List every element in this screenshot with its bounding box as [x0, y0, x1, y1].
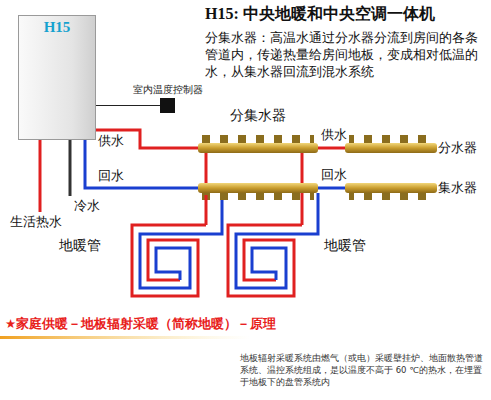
manifold-valves [349, 193, 435, 200]
pipe-label: 冷水 [74, 198, 110, 214]
node-label: 地暖管 [59, 237, 109, 254]
manifold-valves [349, 135, 435, 143]
floor-heating-coil: 地暖管 [290, 225, 380, 300]
pipe-label: 供水 [321, 127, 347, 142]
hot-water-pipe [39, 140, 42, 212]
description-note: 分集水器：高温水通过分水器分流到房间的各条管道内，传递热量给房间地板，变成相对低… [205, 29, 489, 80]
supply-manifold-bar [198, 143, 318, 153]
pipe-label: 回水 [98, 168, 124, 183]
pipe-connector [301, 195, 304, 225]
pipe-label: 回水 [321, 167, 347, 182]
floor-coil-supply [228, 225, 302, 296]
manifold-group: 分集水器 [198, 105, 318, 195]
pipe-label: 生活热水 [10, 214, 74, 230]
supply-manifold-bar [345, 143, 437, 153]
pipe-connector [318, 147, 345, 150]
diagram-caption: ★家庭供暖－地板辐射采暖（简称地暖）－原理 [5, 316, 276, 333]
cold-water-pipe [69, 140, 72, 196]
supply-manifold: 分水器 [345, 138, 480, 158]
manifold-valves [202, 193, 314, 200]
return-manifold: 集水器 [345, 178, 480, 198]
manifold-valves [202, 135, 314, 143]
pipe-connector [96, 105, 160, 106]
node-label: 集水器 [438, 180, 482, 196]
floor-coil-return [140, 193, 222, 288]
node-label: 地暖管 [324, 237, 376, 254]
node-label: H15 [19, 18, 95, 36]
pipe-label: 供水 [98, 133, 124, 148]
pipe-connector [205, 195, 208, 225]
caption-band [0, 336, 250, 339]
footnote-text: 地板辐射采暖系统由燃气（或电）采暖壁挂炉、地面散热管道系统、温控系统组成，是以温… [240, 352, 488, 388]
floor-heating-coil: 地暖管 [55, 225, 222, 300]
floor-coil-supply [132, 225, 206, 296]
pipe-connector [96, 130, 198, 148]
temperature-controller: 室内温度控制器 [160, 98, 175, 113]
return-manifold-bar [345, 183, 437, 193]
pipe-connector [318, 187, 345, 190]
heat-pump-unit: H15 [18, 15, 96, 140]
node-label: 分水器 [438, 140, 482, 156]
diagram-title: H15: 中央地暖和中央空调一体机 [205, 4, 435, 25]
floor-coil-return [236, 193, 318, 288]
return-manifold-bar [198, 183, 318, 193]
node-label: 分集水器 [198, 107, 318, 124]
node-label: 室内温度控制器 [128, 83, 208, 96]
